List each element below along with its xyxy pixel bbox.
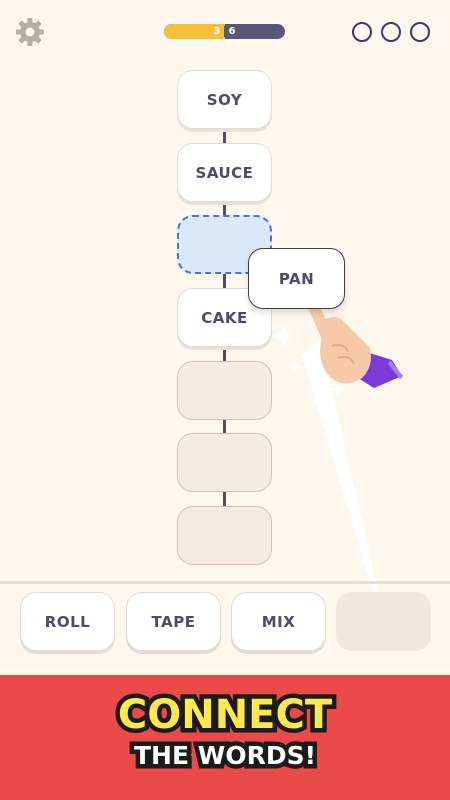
hint-circle-icon <box>352 22 372 42</box>
dragged-word-tile[interactable]: PAN <box>248 248 345 309</box>
chain-tile-1[interactable]: SOY <box>177 70 272 129</box>
progress-fill <box>164 24 225 39</box>
progress-text: 3 6 <box>164 24 285 39</box>
progress-current: 3 <box>213 26 221 37</box>
chain-empty-slot[interactable] <box>177 433 272 492</box>
tray-divider <box>0 581 450 584</box>
tray-tile-1[interactable]: ROLL <box>20 592 115 651</box>
pointing-hand-icon <box>273 284 403 615</box>
tray-empty-slot <box>336 592 431 651</box>
level-progress-bar: 3 6 <box>164 24 285 39</box>
chain-tile-2[interactable]: SAUCE <box>177 143 272 202</box>
hint-circle-icon <box>410 22 430 42</box>
promo-banner <box>0 675 450 800</box>
gear-icon[interactable] <box>14 16 46 48</box>
hint-indicators <box>352 22 430 42</box>
chain-empty-slot[interactable] <box>177 361 272 420</box>
hint-circle-icon <box>381 22 401 42</box>
progress-total: 6 <box>228 26 236 37</box>
banner-subtitle: THE WORDS! <box>130 737 321 775</box>
tray-tile-3[interactable]: MIX <box>231 592 326 651</box>
chain-tile-4[interactable]: CAKE <box>177 288 272 347</box>
chain-empty-slot[interactable] <box>177 506 272 565</box>
banner-title: CONNECT <box>113 688 336 743</box>
tray-tile-2[interactable]: TAPE <box>126 592 221 651</box>
